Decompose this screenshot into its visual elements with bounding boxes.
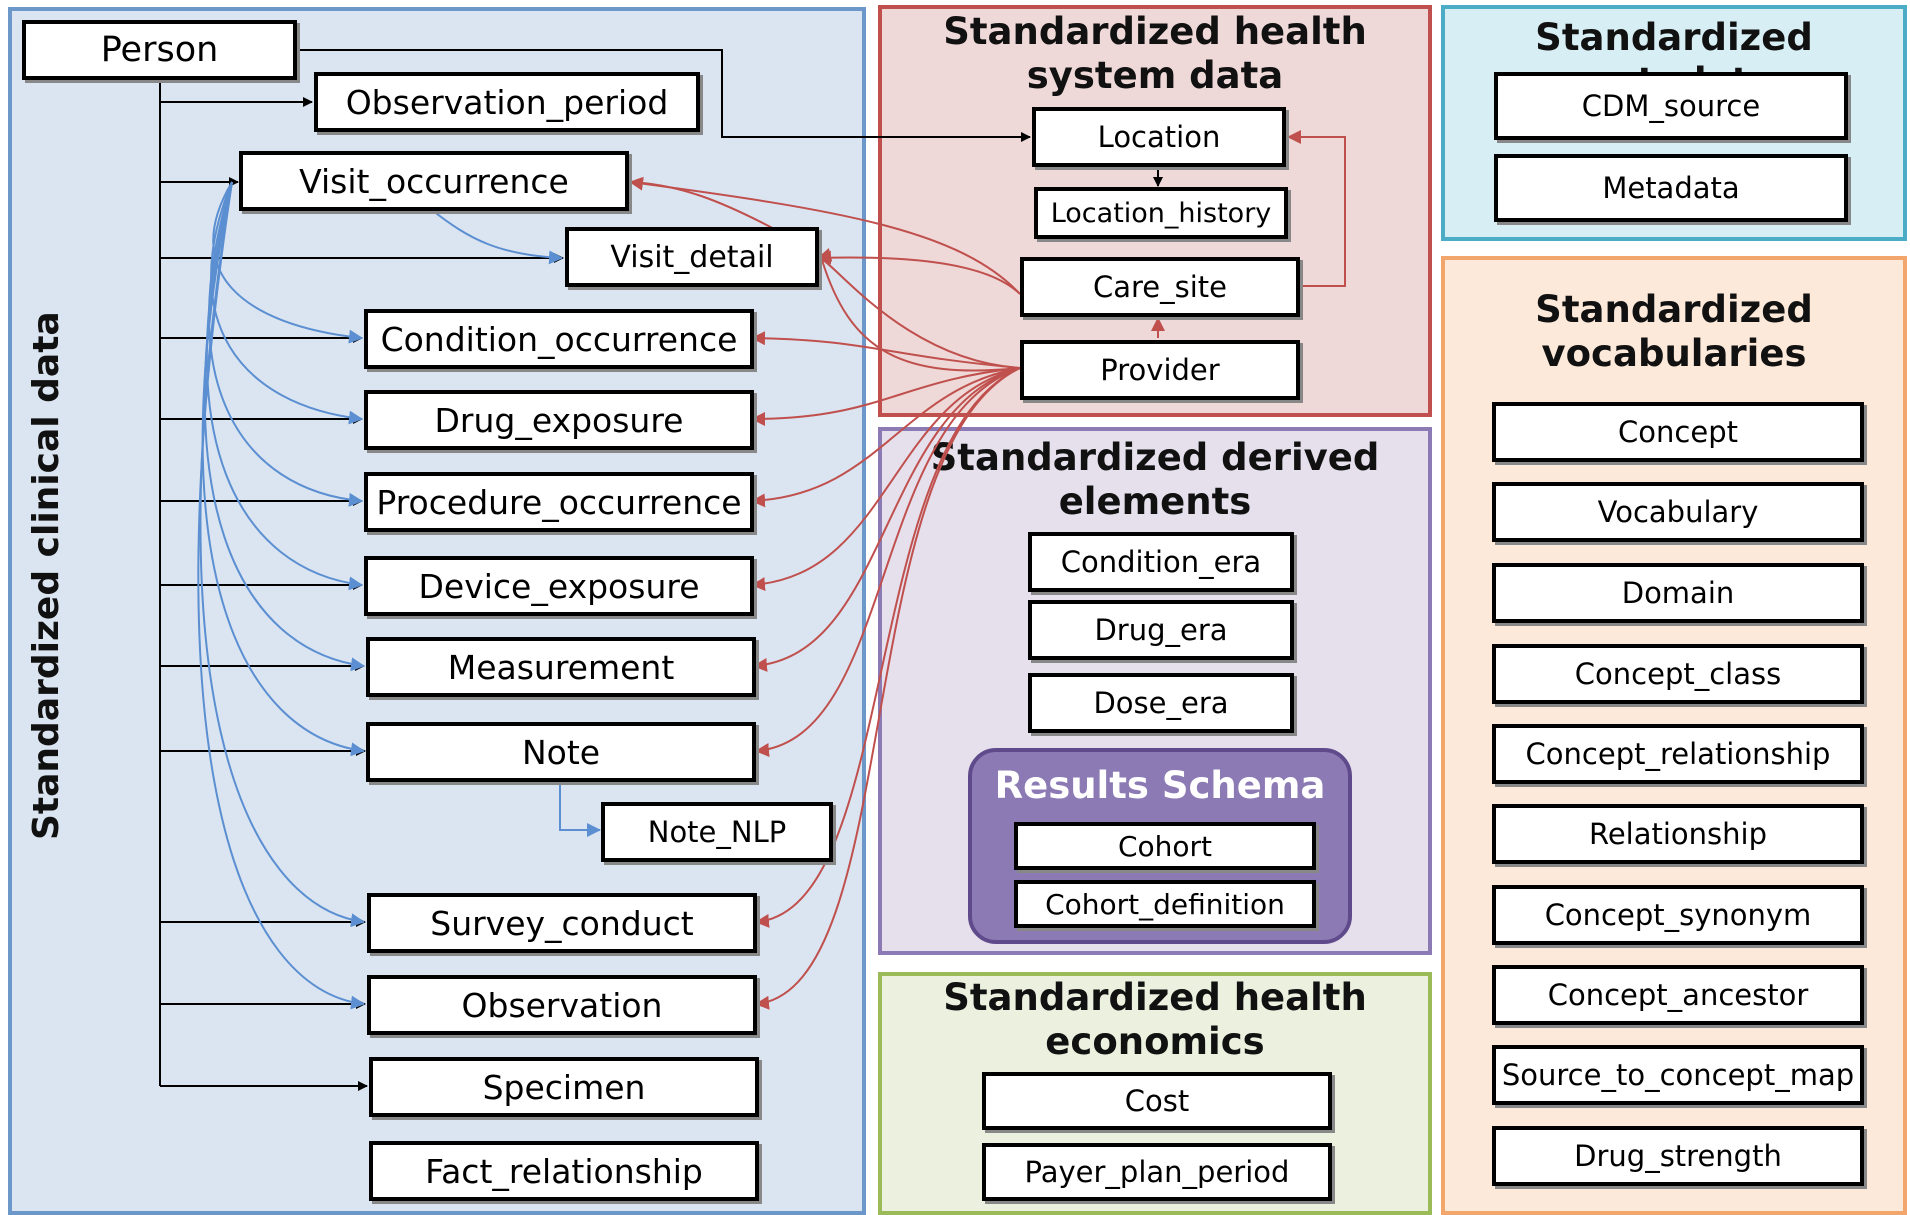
device-exposure-table[interactable]: Device_exposure — [364, 556, 754, 616]
survey-conduct-table[interactable]: Survey_conduct — [367, 893, 757, 953]
results-schema-title: Results Schema — [994, 764, 1326, 807]
visit-detail-table[interactable]: Visit_detail — [565, 227, 819, 287]
source-to-concept-map-table[interactable]: Source_to_concept_map — [1492, 1045, 1864, 1105]
location-table[interactable]: Location — [1032, 107, 1286, 167]
observation-table[interactable]: Observation — [367, 975, 757, 1035]
fact-relationship-table[interactable]: Fact_relationship — [369, 1141, 759, 1201]
visit-occurrence-table[interactable]: Visit_occurrence — [239, 151, 629, 211]
concept-class-table[interactable]: Concept_class — [1492, 644, 1864, 704]
person-table[interactable]: Person — [22, 20, 297, 80]
provider-table[interactable]: Provider — [1020, 340, 1300, 400]
concept-ancestor-table[interactable]: Concept_ancestor — [1492, 965, 1864, 1025]
vocabularies-title: Standardized vocabularies — [1443, 288, 1905, 377]
concept-table[interactable]: Concept — [1492, 402, 1864, 462]
observation-period-table[interactable]: Observation_period — [314, 72, 700, 132]
payer-plan-period-table[interactable]: Payer_plan_period — [982, 1143, 1332, 1201]
health-economics-title-line2: economics — [1045, 1020, 1265, 1064]
health-economics-title: Standardized health economics — [880, 976, 1430, 1065]
drug-era-table[interactable]: Drug_era — [1028, 600, 1294, 660]
vocabulary-table[interactable]: Vocabulary — [1492, 482, 1864, 542]
relationship-table[interactable]: Relationship — [1492, 804, 1864, 864]
procedure-occurrence-table[interactable]: Procedure_occurrence — [364, 472, 754, 532]
note-nlp-table[interactable]: Note_NLP — [601, 802, 833, 862]
measurement-table[interactable]: Measurement — [366, 637, 756, 697]
derived-elements-title-line1: Standardized derived — [930, 436, 1380, 479]
drug-exposure-table[interactable]: Drug_exposure — [364, 390, 754, 450]
domain-table[interactable]: Domain — [1492, 563, 1864, 623]
note-table[interactable]: Note — [366, 722, 756, 782]
concept-relationship-table[interactable]: Concept_relationship — [1492, 724, 1864, 784]
concept-synonym-table[interactable]: Concept_synonym — [1492, 885, 1864, 945]
cdm-source-table[interactable]: CDM_source — [1494, 72, 1848, 140]
care-site-table[interactable]: Care_site — [1020, 257, 1300, 317]
drug-strength-table[interactable]: Drug_strength — [1492, 1126, 1864, 1186]
visit-blue-curves — [197, 181, 601, 1010]
location-history-table[interactable]: Location_history — [1034, 187, 1288, 239]
cohort-definition-table[interactable]: Cohort_definition — [1014, 880, 1316, 928]
provider-red-curves — [629, 130, 1346, 1010]
metadata-table[interactable]: Metadata — [1494, 154, 1848, 222]
health-system-title: Standardized health system data — [880, 10, 1430, 99]
cost-table[interactable]: Cost — [982, 1072, 1332, 1130]
derived-elements-title-line2: elements — [1058, 480, 1252, 524]
condition-occurrence-table[interactable]: Condition_occurrence — [364, 309, 754, 369]
vocabularies-title-line2: vocabularies — [1541, 332, 1807, 376]
specimen-table[interactable]: Specimen — [369, 1057, 759, 1117]
health-economics-title-line1: Standardized health — [943, 976, 1367, 1019]
person-tree-lines — [159, 49, 1163, 1091]
health-system-title-line2: system data — [1026, 54, 1284, 98]
dose-era-table[interactable]: Dose_era — [1028, 673, 1294, 733]
derived-elements-title: Standardized derived elements — [880, 436, 1430, 525]
health-system-title-line1: Standardized health — [943, 10, 1367, 53]
cohort-table[interactable]: Cohort — [1014, 822, 1316, 870]
vocabularies-title-line1: Standardized — [1535, 288, 1813, 331]
condition-era-table[interactable]: Condition_era — [1028, 532, 1294, 592]
